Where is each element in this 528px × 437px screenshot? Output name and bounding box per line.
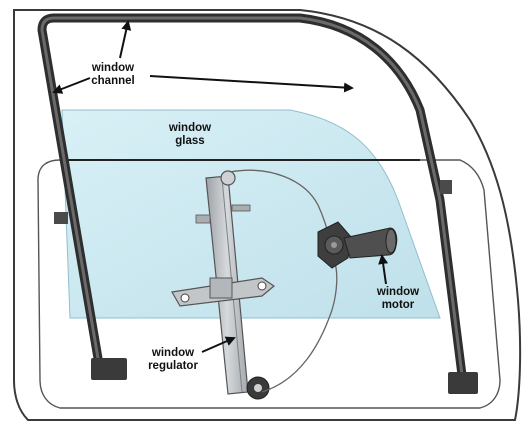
channel-bracket-left [54, 212, 68, 224]
channel-bracket-right [440, 180, 452, 194]
arrow-regulator [201, 336, 236, 353]
regulator-cable-lower [261, 259, 338, 393]
arrow-channel-right [149, 75, 354, 93]
label-window-regulator: window regulator [148, 347, 198, 372]
channel-foot-right [448, 372, 478, 394]
upper-pulley [220, 170, 236, 186]
channel-foot-left [91, 358, 127, 380]
arrow-channel-top [119, 20, 132, 59]
window-glass [61, 109, 441, 319]
arrow-motor [378, 254, 389, 285]
label-window-channel: window channel [91, 62, 135, 87]
label-window-glass: window glass [168, 122, 212, 147]
arrow-channel-left [52, 77, 91, 94]
label-window-motor: window motor [376, 286, 420, 311]
